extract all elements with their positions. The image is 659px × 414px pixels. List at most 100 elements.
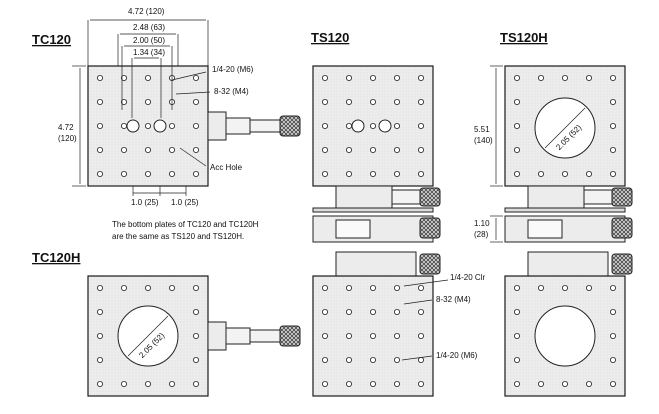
tc120-plate bbox=[87, 65, 209, 187]
bolt-hole bbox=[393, 308, 400, 315]
bolt-hole bbox=[97, 332, 104, 339]
bolt-hole bbox=[345, 99, 352, 106]
ts120-side-view-1 bbox=[312, 185, 441, 213]
callout-clr: 1/4-20 Clr bbox=[450, 273, 485, 282]
bolt-hole bbox=[345, 332, 352, 339]
bolt-hole bbox=[514, 284, 521, 291]
bolt-hole bbox=[97, 170, 104, 177]
bolt-hole bbox=[144, 75, 151, 82]
bolt-hole bbox=[97, 284, 104, 291]
bolt-hole bbox=[393, 380, 400, 387]
bolt-hole bbox=[144, 380, 151, 387]
bolt-hole bbox=[192, 170, 199, 177]
bolt-hole bbox=[345, 170, 352, 177]
bolt-hole bbox=[321, 170, 328, 177]
bolt-hole bbox=[369, 356, 376, 363]
bolt-hole bbox=[610, 284, 617, 291]
ts120h-bottom-hole-grid bbox=[514, 284, 617, 387]
ts120h-side-view-2 bbox=[504, 215, 633, 243]
bolt-hole bbox=[97, 146, 104, 153]
bolt-hole bbox=[144, 99, 151, 106]
bolt-hole bbox=[192, 146, 199, 153]
bolt-hole bbox=[538, 284, 545, 291]
dim-height-110: 1.10 bbox=[474, 219, 490, 228]
bolt-hole bbox=[610, 356, 617, 363]
callout-m4: 8-32 (M4) bbox=[214, 87, 249, 96]
bolt-hole bbox=[121, 123, 128, 130]
bolt-hole bbox=[192, 380, 199, 387]
bolt-hole bbox=[369, 99, 376, 106]
callout-acc-hole: Acc Hole bbox=[210, 163, 243, 172]
tc120-leader-lines bbox=[171, 71, 211, 167]
bolt-hole bbox=[586, 75, 593, 82]
bolt-hole bbox=[393, 75, 400, 82]
tc120-dimension-lines bbox=[72, 19, 209, 196]
bolt-hole bbox=[97, 99, 104, 106]
bolt-hole bbox=[417, 284, 424, 291]
bolt-hole bbox=[321, 123, 328, 130]
bolt-hole bbox=[121, 170, 128, 177]
dim-height-120: (120) bbox=[58, 134, 77, 143]
bolt-hole bbox=[610, 380, 617, 387]
bolt-hole bbox=[610, 170, 617, 177]
bolt-hole bbox=[514, 123, 521, 130]
bolt-hole bbox=[393, 284, 400, 291]
bolt-hole bbox=[121, 284, 128, 291]
dim-height-472: 4.72 bbox=[58, 123, 74, 132]
bolt-hole bbox=[321, 99, 328, 106]
bolt-hole bbox=[417, 123, 424, 130]
bolt-hole bbox=[514, 356, 521, 363]
bolt-hole bbox=[321, 75, 328, 82]
ts120-hole-grid bbox=[321, 75, 424, 177]
bolt-hole bbox=[562, 380, 569, 387]
bolt-hole bbox=[417, 146, 424, 153]
dim-width-200: 2.00 (50) bbox=[133, 36, 165, 45]
bolt-hole bbox=[514, 380, 521, 387]
dim-height-551: 5.51 bbox=[474, 125, 490, 134]
title-tc120h: TC120H bbox=[32, 250, 80, 265]
bolt-hole bbox=[393, 170, 400, 177]
bolt-hole bbox=[345, 146, 352, 153]
bolt-hole bbox=[121, 380, 128, 387]
bolt-hole bbox=[417, 308, 424, 315]
dim-height-140: (140) bbox=[474, 136, 493, 145]
bolt-hole bbox=[321, 356, 328, 363]
bolt-hole bbox=[538, 380, 545, 387]
bolt-hole bbox=[417, 332, 424, 339]
bolt-hole bbox=[192, 308, 199, 315]
bolt-hole bbox=[192, 284, 199, 291]
tc120-micrometer bbox=[207, 111, 301, 141]
bolt-hole bbox=[610, 123, 617, 130]
bolt-hole bbox=[610, 146, 617, 153]
bolt-hole bbox=[369, 170, 376, 177]
bolt-hole bbox=[586, 284, 593, 291]
bolt-hole bbox=[192, 332, 199, 339]
bolt-hole bbox=[393, 99, 400, 106]
tc120h-micrometer bbox=[207, 321, 301, 351]
bolt-hole bbox=[168, 380, 175, 387]
bolt-hole bbox=[97, 308, 104, 315]
ts120h-bottom-plate bbox=[504, 251, 633, 397]
tc120-hole-grid bbox=[97, 75, 199, 177]
bolt-hole bbox=[345, 308, 352, 315]
bolt-hole bbox=[417, 380, 424, 387]
ts120h-plate bbox=[504, 65, 626, 187]
bolt-hole bbox=[168, 170, 175, 177]
bolt-hole bbox=[610, 75, 617, 82]
bolt-hole bbox=[321, 332, 328, 339]
title-tc120: TC120 bbox=[32, 32, 71, 47]
bolt-hole bbox=[417, 356, 424, 363]
bolt-hole bbox=[417, 99, 424, 106]
bolt-hole bbox=[321, 146, 328, 153]
bolt-hole bbox=[393, 332, 400, 339]
bolt-hole bbox=[393, 146, 400, 153]
bolt-hole bbox=[393, 123, 400, 130]
bolt-hole bbox=[417, 170, 424, 177]
ts120h-hole-grid bbox=[514, 75, 617, 177]
bolt-hole bbox=[345, 123, 352, 130]
bolt-hole bbox=[192, 75, 199, 82]
bolt-hole bbox=[562, 75, 569, 82]
bolt-hole bbox=[369, 75, 376, 82]
